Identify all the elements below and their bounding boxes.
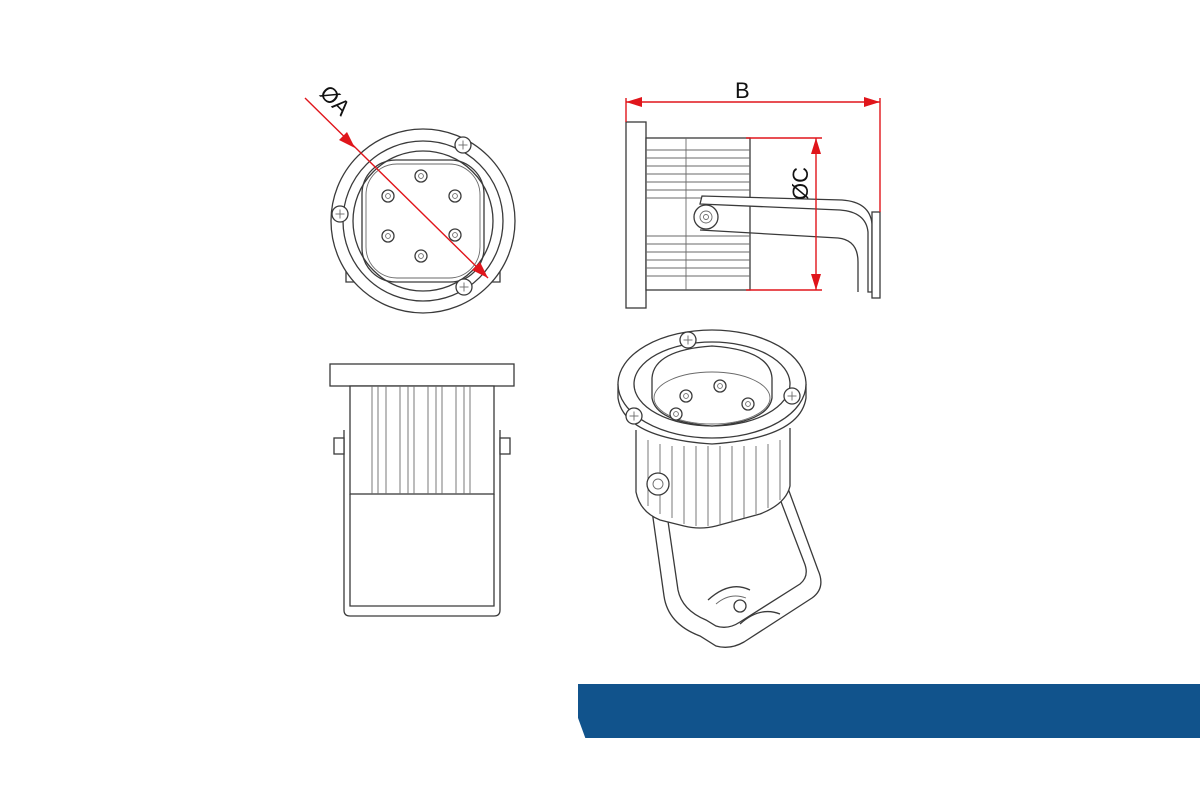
dimension-a-arrow	[339, 132, 355, 148]
outer-flange	[330, 128, 516, 314]
flange-screw-left	[331, 205, 349, 223]
side-view: B ØC	[625, 78, 881, 309]
led-screw	[448, 189, 462, 203]
flange-screw-top	[454, 136, 472, 154]
led-screw	[381, 229, 395, 243]
dimension-c-label: ØC	[788, 167, 813, 200]
iso-flange-screw	[625, 407, 643, 425]
lens-plate	[361, 159, 485, 283]
dimension-a-arrow	[472, 262, 488, 278]
side-flange	[625, 121, 647, 309]
iso-pivot-knob	[646, 472, 670, 496]
top-heatsink-fins	[371, 386, 471, 494]
dimension-a-line	[304, 97, 489, 279]
iso-flange-screw	[783, 387, 801, 405]
iso-led-screw	[679, 389, 693, 403]
heatsink-fins	[646, 138, 750, 290]
iso-slot	[707, 586, 751, 601]
brand-footer: OSA	[448, 678, 1200, 752]
iso-led-screw	[713, 379, 727, 393]
top-view	[329, 363, 515, 617]
isometric-view	[617, 329, 822, 648]
dimension-b-label: B	[735, 78, 750, 103]
mounting-plate	[871, 211, 881, 299]
led-screw	[414, 169, 428, 183]
led-screw	[414, 249, 428, 263]
front-view: ØA	[304, 80, 516, 314]
top-flange	[329, 363, 515, 387]
iso-led-screw	[669, 407, 683, 421]
iso-flange-screw	[679, 331, 697, 349]
flange-screw-bottom	[455, 278, 473, 296]
led-screw	[448, 228, 462, 242]
iso-heatsink	[635, 428, 791, 529]
brand-bar	[578, 684, 1200, 738]
led-screw	[381, 189, 395, 203]
iso-mount-hole	[733, 599, 747, 613]
pivot-knob	[693, 204, 719, 230]
bezel-ring	[352, 150, 494, 292]
top-bracket	[343, 430, 501, 617]
iso-led-screw	[741, 397, 755, 411]
osa-logo-text: OSA	[448, 678, 585, 752]
